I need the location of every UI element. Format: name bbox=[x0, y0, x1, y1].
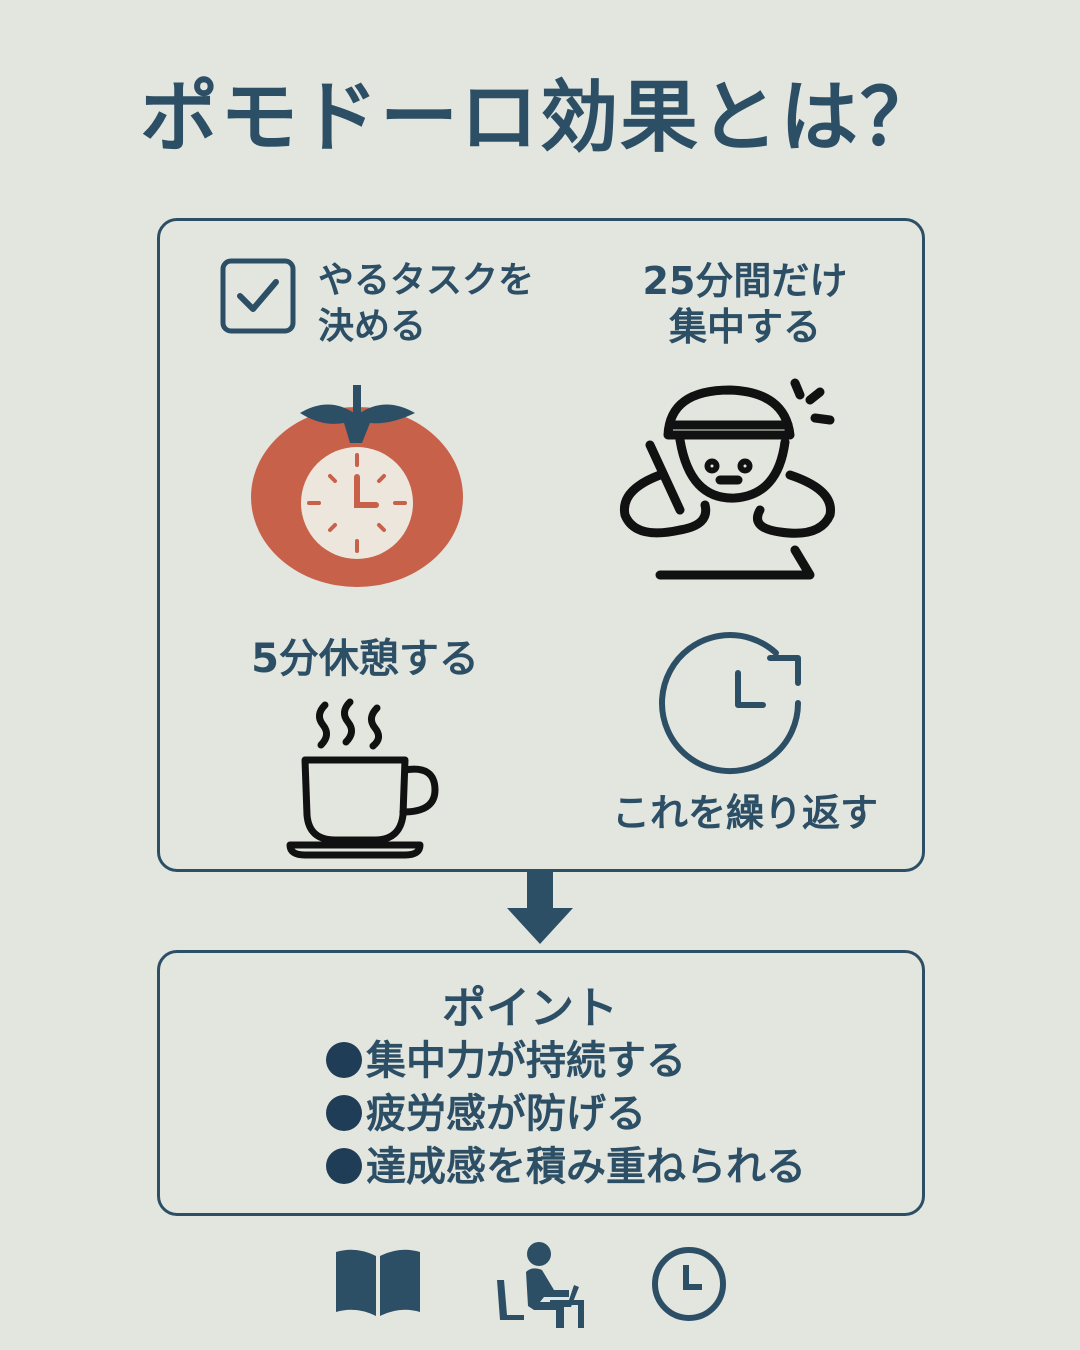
repeat-clock-icon bbox=[659, 632, 801, 775]
bullet-icon bbox=[326, 1148, 362, 1184]
down-arrow-icon bbox=[507, 870, 573, 944]
points-list: 集中力が持続する 疲労感が防げる 達成感を積み重ねられる bbox=[326, 1035, 806, 1194]
book-icon bbox=[336, 1249, 420, 1316]
point-item: 集中力が持続する bbox=[326, 1035, 806, 1088]
step-2-label: 25分間だけ集中する bbox=[642, 259, 848, 349]
person-at-laptop-icon bbox=[497, 1242, 584, 1328]
step-3-label: 5分休憩する bbox=[251, 636, 479, 682]
checkbox-icon bbox=[220, 258, 296, 334]
points-panel bbox=[157, 950, 925, 1216]
bullet-icon bbox=[326, 1095, 362, 1131]
step-1-label: やるタスクを決める bbox=[318, 260, 535, 347]
points-heading: ポイント bbox=[442, 983, 618, 1034]
coffee-cup-icon bbox=[286, 698, 439, 859]
point-item: 達成感を積み重ねられる bbox=[326, 1141, 806, 1194]
clock-icon bbox=[652, 1247, 726, 1321]
point-item: 疲労感が防げる bbox=[326, 1088, 806, 1141]
bullet-icon bbox=[326, 1042, 362, 1078]
step-4-label: これを繰り返す bbox=[611, 791, 878, 835]
focused-person-icon bbox=[619, 378, 835, 580]
tomato-timer-icon bbox=[251, 385, 463, 587]
page-title: ポモドーロ効果とは？ bbox=[139, 73, 940, 163]
